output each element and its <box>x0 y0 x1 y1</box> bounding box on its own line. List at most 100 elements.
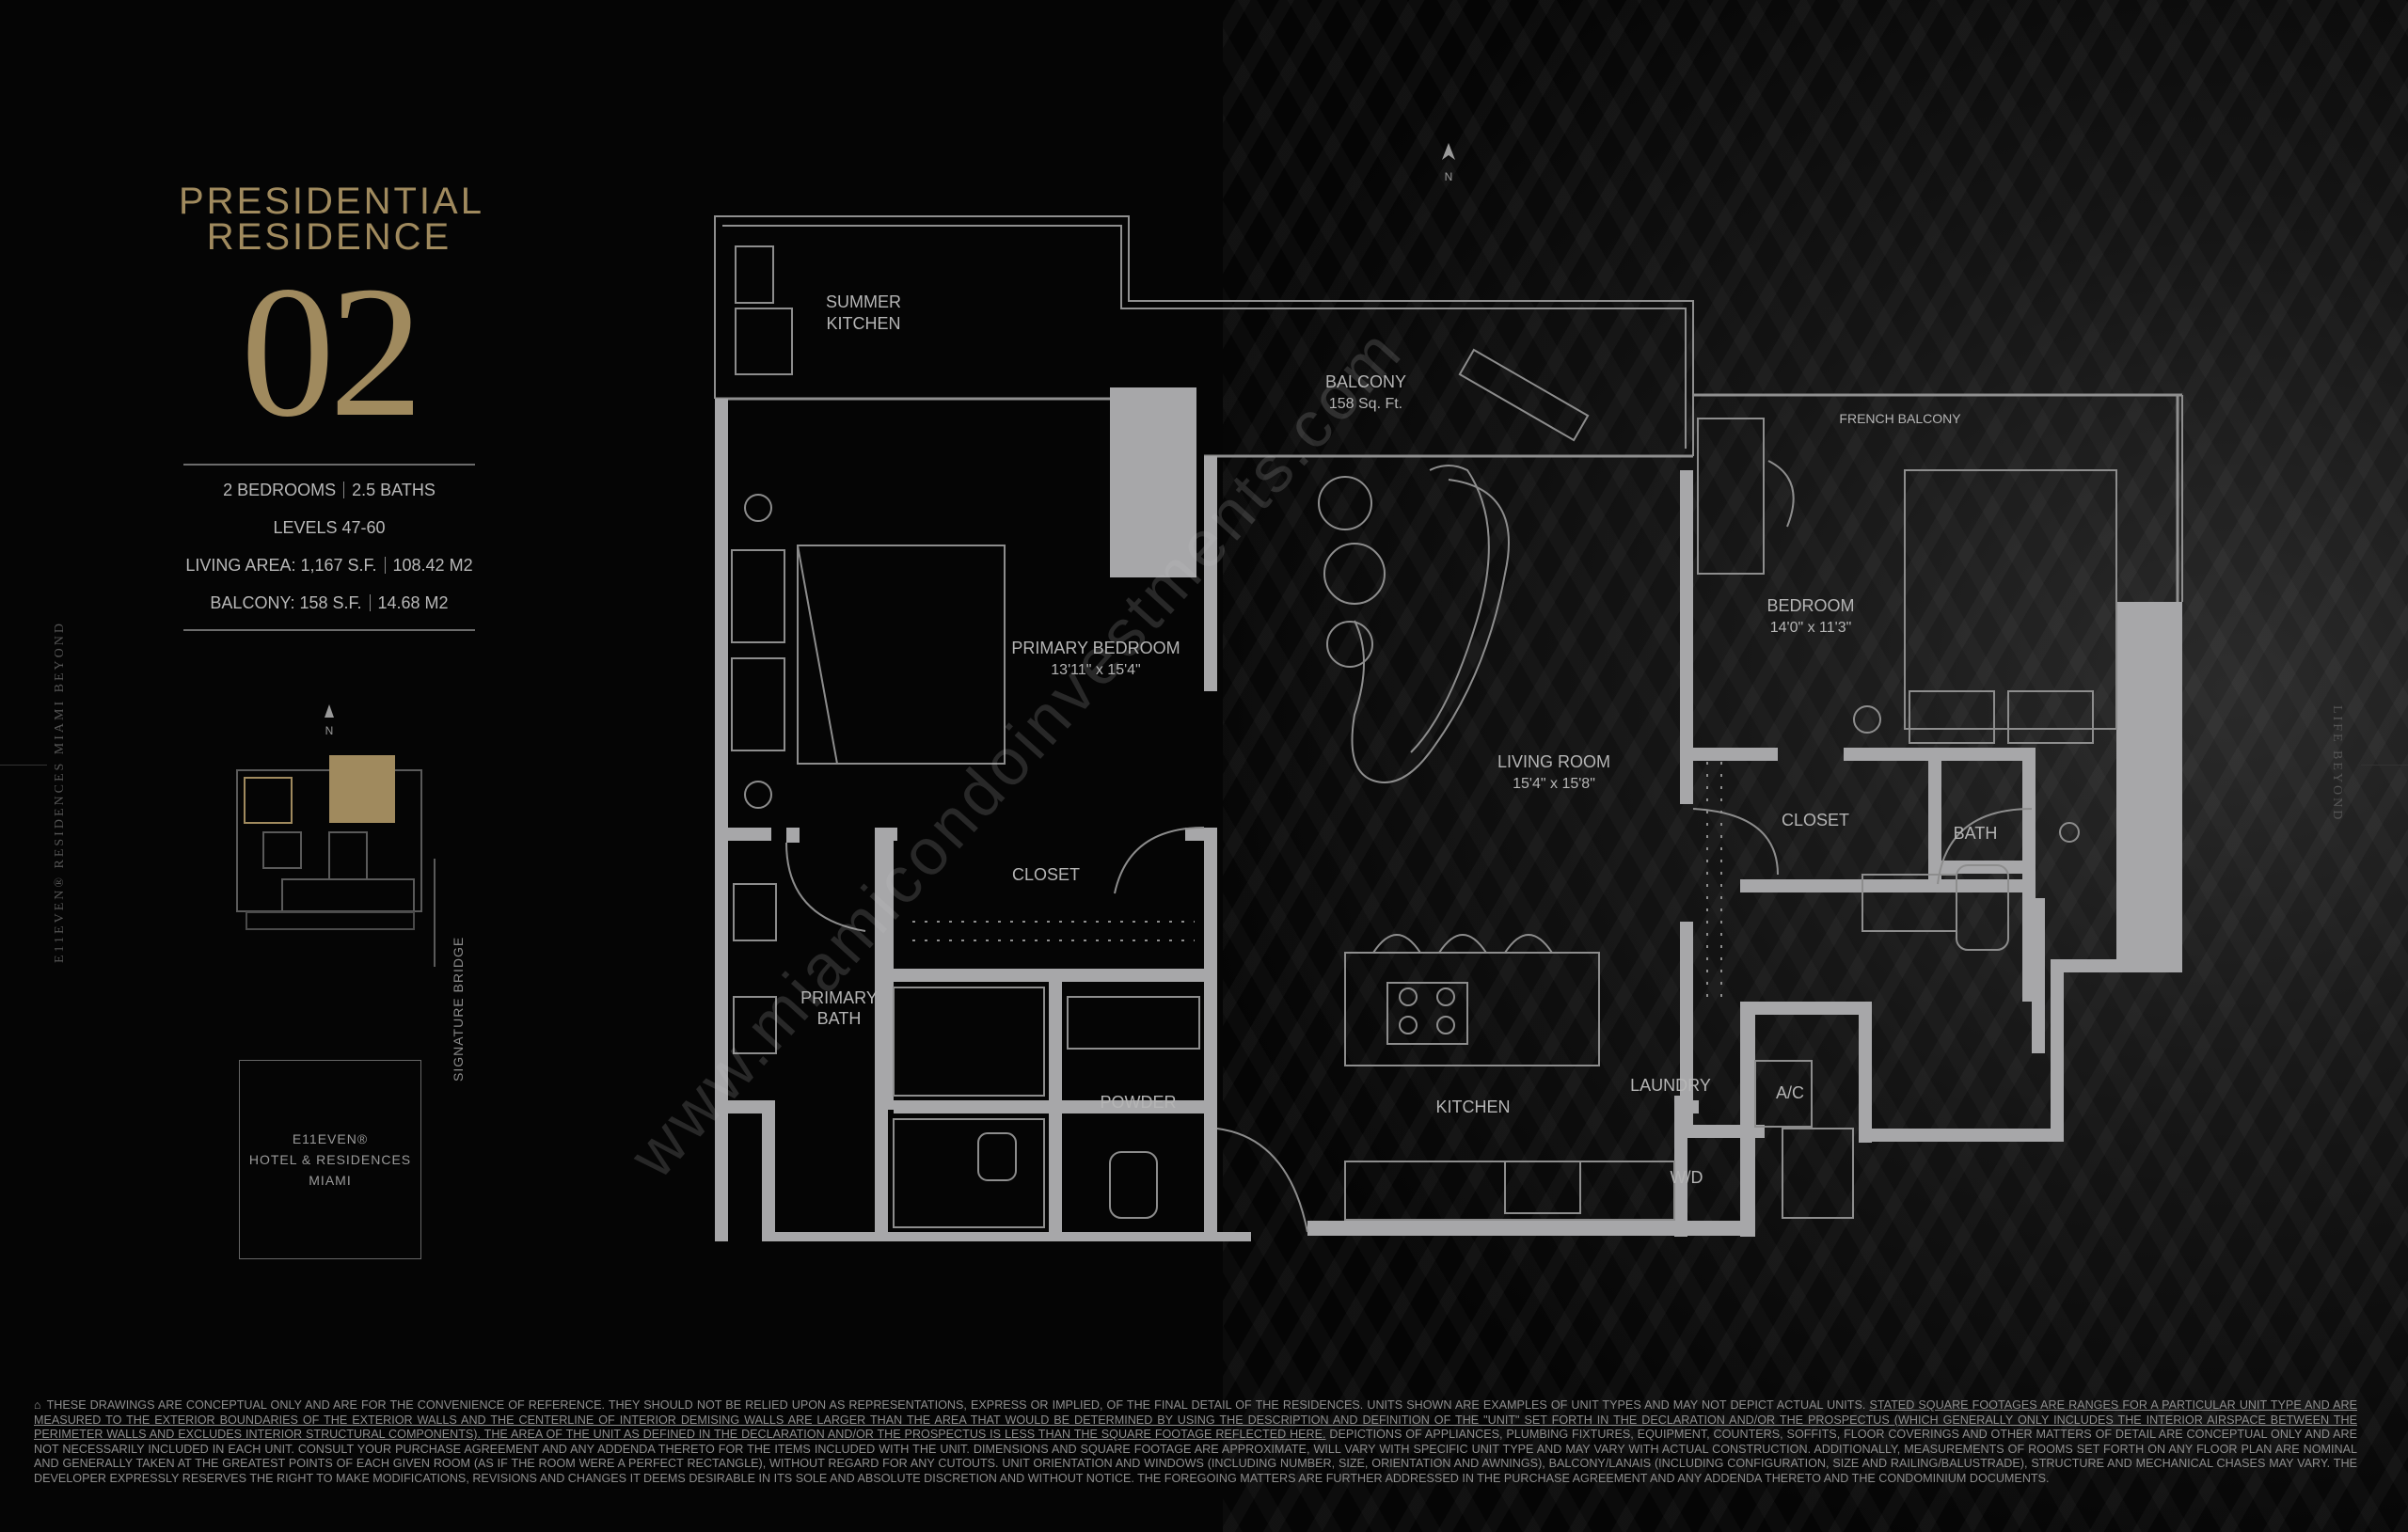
walls <box>715 387 2182 1241</box>
side-label-left: E11EVEN® RESIDENCES MIAMI BEYOND <box>53 621 67 963</box>
powder-sink <box>1067 996 1200 1050</box>
key-plan-north-arrow-icon <box>325 704 334 718</box>
divider-top <box>183 464 475 466</box>
desk <box>1697 418 1765 575</box>
door-swing <box>785 842 866 932</box>
primary-bed <box>797 545 1006 765</box>
shower <box>893 987 1045 1097</box>
living-room-size: 15'4" x 15'8" <box>1513 776 1595 792</box>
wall <box>1204 456 1217 691</box>
bedrooms-count: 2 BEDROOMS <box>223 481 337 499</box>
summer-kitchen-label-2: KITCHEN <box>826 314 900 333</box>
key-plan-unit-highlight <box>329 755 395 823</box>
wall <box>715 1100 771 1113</box>
key-plan-unit <box>246 911 415 930</box>
primary-bath-sink <box>733 883 777 941</box>
burner <box>1399 1016 1418 1034</box>
bench <box>2007 690 2094 744</box>
wall <box>1859 1129 2056 1142</box>
north-arrow-icon <box>1442 143 1455 160</box>
lamp <box>744 781 772 809</box>
kitchen-sink <box>1504 1161 1581 1214</box>
french-balcony-label: FRENCH BALCONY <box>1839 411 1961 426</box>
side-chair <box>1326 621 1373 668</box>
signature-bridge-label: SIGNATURE BRIDGE <box>451 936 466 1082</box>
toilet <box>977 1132 1017 1181</box>
kitchen-label: KITCHEN <box>1435 1098 1510 1116</box>
bath-toilet <box>1956 864 2009 951</box>
side-label-right: LIFE BEYOND <box>2330 705 2344 823</box>
disclaimer: ⌂ THESE DRAWINGS ARE CONCEPTUAL ONLY AND … <box>34 1398 2357 1486</box>
wall <box>1110 387 1196 577</box>
edge-line-right <box>2361 765 2408 766</box>
wall <box>1680 1125 1765 1138</box>
disclaimer-part-3: DEPICTIONS OF APPLIANCES, PLUMBING FIXTU… <box>34 1428 2357 1485</box>
wall <box>2051 959 2064 1142</box>
edge-line-left <box>0 765 47 766</box>
wall <box>1674 1096 1687 1237</box>
lounge-chair <box>1458 348 1590 442</box>
wall <box>1928 748 1941 879</box>
bed-bath-line: 2 BEDROOMS 2.5 BATHS <box>179 471 480 509</box>
wall <box>786 828 800 843</box>
separator <box>369 594 371 611</box>
door-swing <box>1114 827 1205 894</box>
closet-label-2: CLOSET <box>1782 811 1849 829</box>
wall <box>894 1100 907 1113</box>
bath-label: BATH <box>1954 824 1998 843</box>
divider-bottom <box>183 629 475 631</box>
balcony-outline-inner <box>722 225 1687 449</box>
balcony-area-m2: 14.68 M2 <box>377 593 449 612</box>
wall <box>715 828 771 841</box>
desk-chair <box>1767 460 1795 528</box>
wall <box>1680 1100 1699 1113</box>
side-chair <box>1323 543 1386 605</box>
wall <box>1693 748 1778 761</box>
key-plan-unit <box>262 831 302 869</box>
primary-bath-label-1: PRIMARY <box>800 988 878 1007</box>
disclaimer-part-1: THESE DRAWINGS ARE CONCEPTUAL ONLY AND A… <box>46 1398 1870 1412</box>
nightstand <box>731 549 785 643</box>
equal-housing-icon: ⌂ <box>34 1398 41 1412</box>
levels-line: LEVELS 47-60 <box>273 518 386 537</box>
wall <box>2032 898 2045 1053</box>
wall <box>762 1100 775 1241</box>
burner <box>1399 987 1418 1006</box>
wall <box>1859 1002 1872 1143</box>
wall <box>1740 879 2022 892</box>
stool <box>1372 934 1421 954</box>
fixtures <box>731 245 2117 1233</box>
wall <box>1680 470 1693 804</box>
stool <box>1438 934 1487 954</box>
lamp <box>744 494 772 522</box>
wall <box>715 399 728 1241</box>
baths-count: 2.5 BATHS <box>352 481 436 499</box>
wall <box>1740 1002 1755 1237</box>
hotel-box-line-3: MIAMI <box>309 1173 352 1188</box>
ac-unit <box>1754 1060 1813 1128</box>
background-texture <box>1223 0 2408 1532</box>
sofa <box>1351 479 1510 783</box>
wall <box>1204 828 1217 1232</box>
stool <box>1504 934 1553 954</box>
primary-bedroom-size: 13'11" x 15'4" <box>1051 662 1140 678</box>
wall <box>2126 898 2182 911</box>
balcony-area-line: BALCONY: 158 S.F.14.68 M2 <box>179 584 480 622</box>
hotel-box-line-1: E11EVEN® <box>292 1131 369 1146</box>
separator <box>343 482 345 498</box>
door-swing <box>1216 1128 1308 1233</box>
primary-bedroom-label: PRIMARY BEDROOM <box>1011 639 1180 657</box>
ac-label: A/C <box>1776 1083 1804 1102</box>
living-area-line: LIVING AREA: 1,167 S.F.108.42 M2 <box>179 546 480 584</box>
burner <box>1436 1016 1455 1034</box>
bed-fold <box>797 545 838 765</box>
sofa-back <box>1410 465 1490 753</box>
wall <box>880 837 894 1110</box>
closet-label-1: CLOSET <box>1012 865 1080 884</box>
key-plan-unit <box>244 777 293 824</box>
wall <box>894 969 1204 982</box>
key-plan-north-label: N <box>325 724 334 737</box>
kitchen-counter <box>1344 1161 1675 1221</box>
title-line-2: RESIDENCE <box>206 216 452 258</box>
